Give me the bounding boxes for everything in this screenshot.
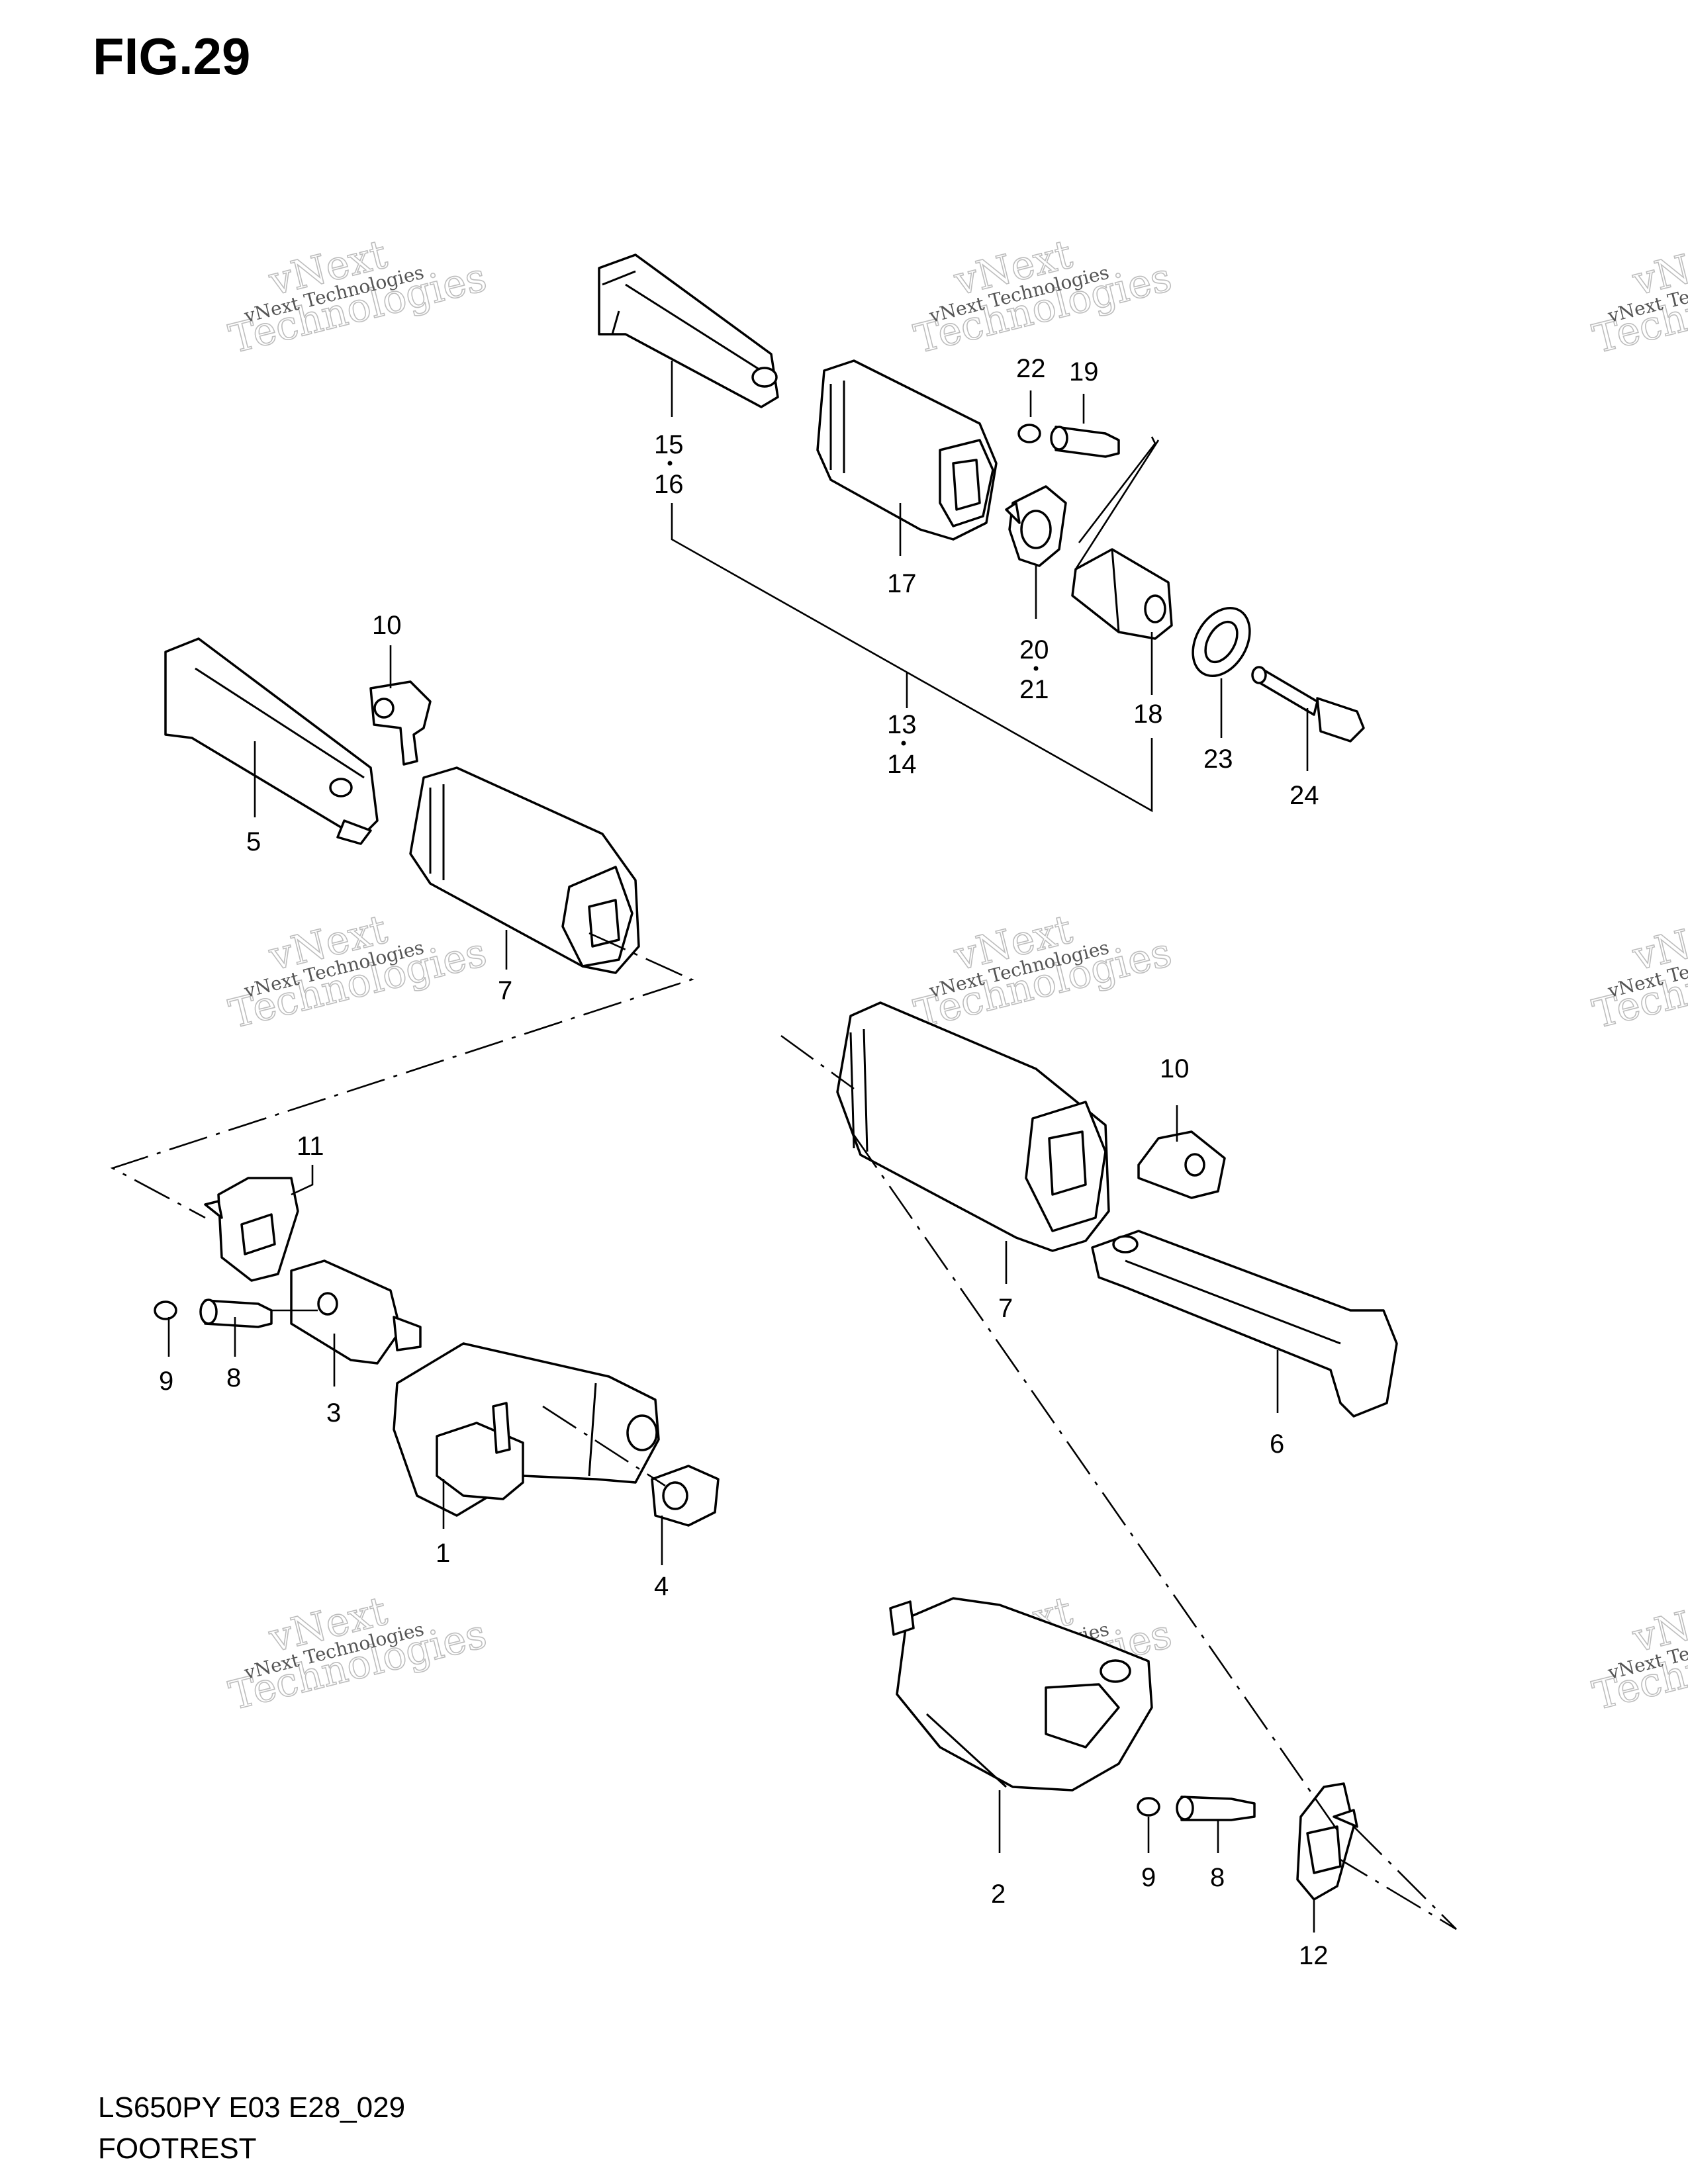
callout-14: 14 bbox=[887, 750, 917, 779]
callout-23: 23 bbox=[1203, 745, 1233, 774]
watermark: vNext Technologies vNext Technologies bbox=[1588, 1587, 1688, 1719]
pin-19 bbox=[1050, 426, 1120, 458]
clip-10-lower bbox=[1137, 1130, 1226, 1199]
callout-10-upper: 10 bbox=[372, 611, 402, 640]
callout-11: 11 bbox=[297, 1132, 324, 1161]
callout-9-right: 9 bbox=[1141, 1863, 1156, 1892]
footrest-bar-6 bbox=[1091, 1230, 1398, 1418]
callout-7-left: 7 bbox=[498, 976, 512, 1005]
plate-11 bbox=[204, 1177, 299, 1282]
callout-24: 24 bbox=[1289, 781, 1319, 810]
footrest-bar-15-16 bbox=[598, 253, 779, 408]
callout-separator-dot bbox=[667, 461, 673, 466]
callout-17: 17 bbox=[887, 569, 917, 598]
callout-8-left: 8 bbox=[226, 1363, 241, 1392]
callout-separator-dot bbox=[901, 741, 906, 746]
figure-title: FIG.29 bbox=[93, 27, 251, 85]
footrest-bar-5 bbox=[164, 637, 379, 845]
watermark: vNext Technologies vNext Technologies bbox=[224, 230, 492, 363]
bracket-18 bbox=[1071, 548, 1173, 640]
clip-10-upper bbox=[369, 680, 432, 766]
bracket-2 bbox=[889, 1597, 1153, 1792]
callout-labels: 15 16 17 22 19 20 21 13 14 18 23 24 10 5… bbox=[159, 354, 1329, 1970]
callout-13: 13 bbox=[887, 710, 917, 739]
bracket-1 bbox=[393, 1342, 660, 1517]
watermark: vNext Technologies vNext Technologies bbox=[910, 905, 1177, 1038]
callout-2: 2 bbox=[991, 1880, 1006, 1909]
callout-20: 20 bbox=[1019, 635, 1049, 664]
callout-22: 22 bbox=[1016, 354, 1046, 383]
lines bbox=[110, 361, 1457, 1933]
callout-16: 16 bbox=[654, 470, 684, 499]
callout-separator-dot bbox=[1033, 666, 1039, 671]
model-code: LS650PY E03 E28_029 bbox=[98, 2091, 406, 2124]
footrest-rubber-17 bbox=[816, 359, 998, 541]
plate-12 bbox=[1296, 1782, 1358, 1901]
watermark: vNext Technologies vNext Technologies bbox=[224, 1587, 492, 1719]
plate-20-21 bbox=[1005, 485, 1067, 567]
callout-4: 4 bbox=[654, 1572, 669, 1601]
callout-19: 19 bbox=[1069, 357, 1099, 387]
callout-12: 12 bbox=[1299, 1941, 1329, 1970]
callout-9-left: 9 bbox=[159, 1367, 173, 1396]
callout-1: 1 bbox=[436, 1539, 450, 1568]
watermark: vNext Technologies vNext Technologies bbox=[224, 905, 492, 1038]
callout-10-lower: 10 bbox=[1160, 1054, 1190, 1083]
pin-8-right bbox=[1176, 1796, 1256, 1821]
cap-9-right bbox=[1137, 1797, 1160, 1817]
cap-22 bbox=[1017, 424, 1041, 443]
section-name: FOOTREST bbox=[98, 2132, 257, 2165]
callout-7-right: 7 bbox=[998, 1294, 1013, 1323]
watermark: vNext Technologies vNext Technologies bbox=[910, 230, 1177, 363]
pin-8-left bbox=[199, 1298, 273, 1328]
callout-21: 21 bbox=[1019, 675, 1049, 704]
callout-3: 3 bbox=[326, 1398, 341, 1428]
cap-9-left bbox=[154, 1300, 177, 1320]
callout-15: 15 bbox=[654, 430, 684, 459]
footrest-rubber-7-right bbox=[836, 1001, 1110, 1252]
callout-18: 18 bbox=[1133, 700, 1163, 729]
callout-6: 6 bbox=[1270, 1430, 1284, 1459]
footrest-rubber-7-left bbox=[409, 766, 640, 974]
callout-8-right: 8 bbox=[1210, 1863, 1225, 1892]
watermark: vNext Technologies vNext Technologies bbox=[1588, 230, 1688, 363]
callout-5: 5 bbox=[246, 827, 261, 856]
washer-23 bbox=[1192, 606, 1251, 678]
nut-4 bbox=[651, 1465, 720, 1527]
block-3 bbox=[290, 1259, 422, 1365]
bolt-24 bbox=[1251, 666, 1365, 743]
watermark: vNext Technologies vNext Technologies bbox=[1588, 905, 1688, 1038]
